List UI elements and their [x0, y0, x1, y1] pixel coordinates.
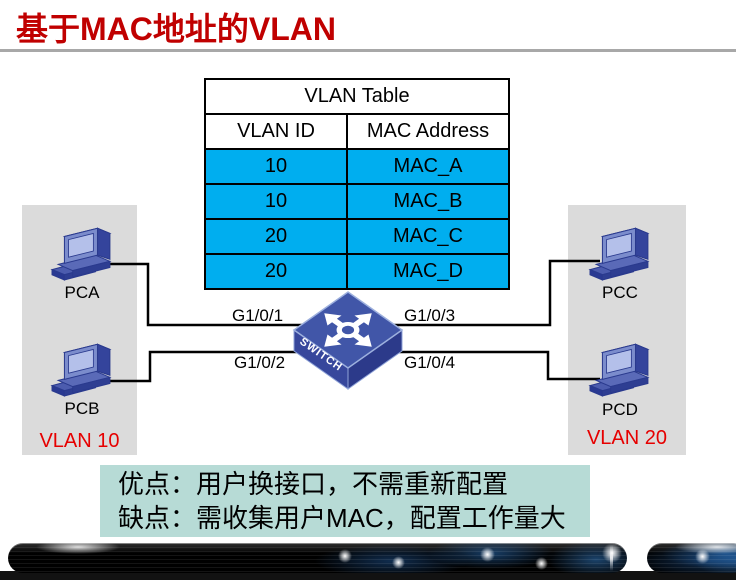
col-header-vlan-id: VLAN ID — [204, 113, 348, 150]
table-row: 20 MAC_D — [204, 253, 510, 290]
mac-cell: MAC_A — [346, 148, 510, 185]
glow-dot — [338, 549, 352, 563]
glow-dot — [392, 556, 405, 569]
host-label-pcd: PCD — [602, 400, 638, 419]
table-row: VLAN ID MAC Address — [204, 113, 510, 150]
host-label-pca: PCA — [64, 283, 100, 302]
glow-dot — [602, 543, 622, 563]
glow-dot — [535, 557, 548, 570]
notes-line-disadvantage: 缺点：需收集用户MAC，配置工作量大 — [118, 503, 566, 533]
bottom-decor-bar-main — [8, 543, 627, 573]
page-title: 基于MAC地址的VLAN — [16, 11, 336, 47]
mac-cell: MAC_C — [346, 218, 510, 255]
port-label-g1-0-4: G1/0/4 — [404, 353, 456, 372]
table-row: 10 MAC_A — [204, 148, 510, 185]
pc-icon-pcb — [51, 343, 111, 397]
host-label-pcc: PCC — [602, 283, 638, 302]
port-label-g1-0-1: G1/0/1 — [232, 306, 284, 325]
port-label-g1-0-2: G1/0/2 — [234, 353, 286, 372]
col-header-mac-address: MAC Address — [346, 113, 510, 150]
table-row: VLAN Table — [204, 78, 510, 115]
notes-box: 优点：用户换接口，不需重新配置 缺点：需收集用户MAC，配置工作量大 — [100, 465, 590, 537]
pc-icon-pcc — [589, 227, 649, 281]
vlan-id-cell: 20 — [204, 253, 348, 290]
vlan-table-title: VLAN Table — [204, 78, 510, 115]
glow-dot — [695, 549, 710, 564]
pc-icon-pcd — [589, 343, 649, 397]
bottom-decor-bar-right — [647, 543, 736, 573]
switch-arrows-icon — [324, 313, 372, 347]
mac-cell: MAC_B — [346, 183, 510, 220]
table-row: 20 MAC_C — [204, 218, 510, 255]
title-divider — [0, 49, 736, 52]
vlan-table: VLAN Table VLAN ID MAC Address 10 MAC_A … — [204, 78, 510, 290]
vlan-id-cell: 20 — [204, 218, 348, 255]
switch-graphic: SWITCH — [292, 291, 404, 390]
vlan10-label: VLAN 10 — [39, 430, 120, 452]
mac-cell: MAC_D — [346, 253, 510, 290]
vlan20-label: VLAN 20 — [586, 427, 668, 449]
glow-dot — [480, 547, 495, 562]
vlan-id-cell: 10 — [204, 148, 348, 185]
vlan-id-cell: 10 — [204, 183, 348, 220]
port-label-g1-0-3: G1/0/3 — [404, 306, 456, 325]
pc-icon-pca — [51, 227, 111, 281]
notes-line-advantage: 优点：用户换接口，不需重新配置 — [118, 469, 509, 499]
table-row: 10 MAC_B — [204, 183, 510, 220]
host-label-pcb: PCB — [64, 399, 100, 418]
bottom-strip — [0, 571, 736, 580]
